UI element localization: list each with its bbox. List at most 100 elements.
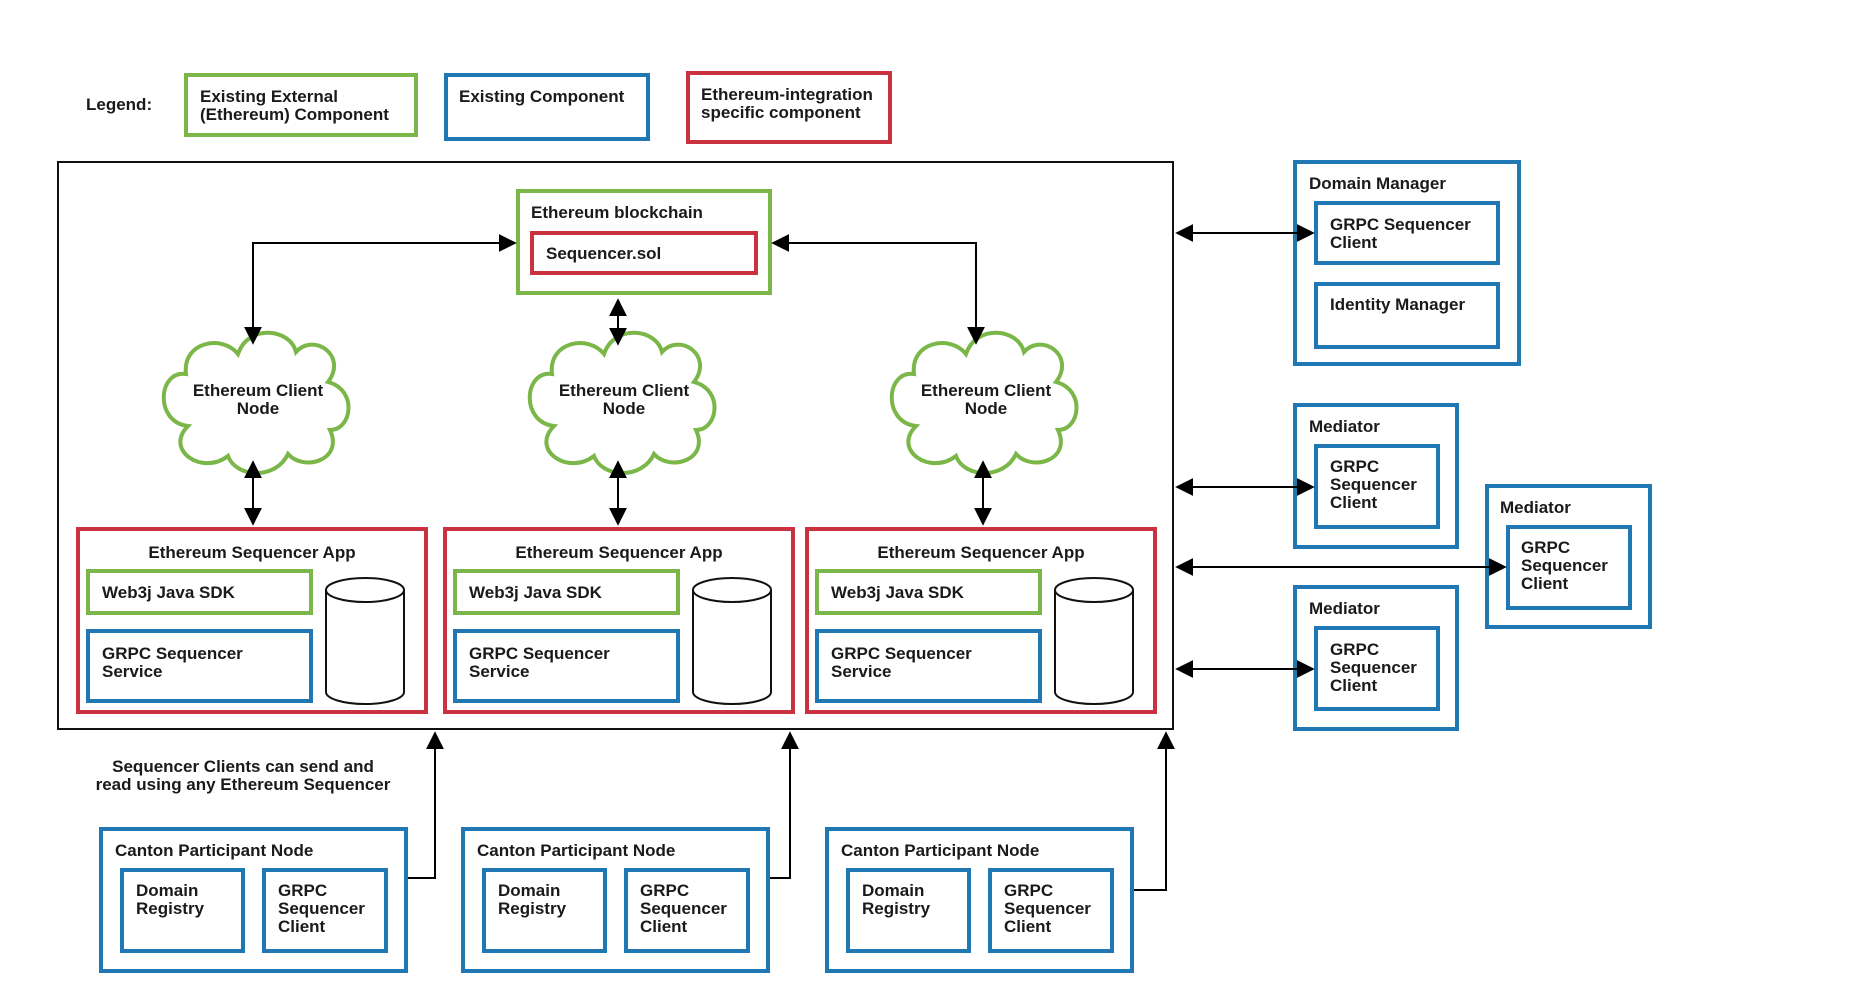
arrow-participant-1 (408, 731, 444, 879)
arrow-participant-3 (1134, 731, 1175, 891)
text-line: Ethereum-integration (701, 85, 873, 104)
text-line: read using any Ethereum Sequencer (96, 775, 391, 794)
text-line: GRPC Sequencer (102, 644, 243, 663)
text-line: Web3j Java SDK (469, 583, 603, 602)
text-line: Client (1330, 676, 1378, 695)
text-line: GRPC Sequencer (1330, 215, 1471, 234)
text-line: Node (603, 399, 646, 418)
text-line: Mediator (1500, 498, 1571, 517)
arrow-participant-2 (770, 731, 799, 879)
text-line: Mediator (1309, 417, 1380, 436)
text-line: Sequencer (1330, 658, 1417, 677)
text-line: Domain Manager (1309, 174, 1446, 193)
database-icon (325, 577, 405, 705)
text-line: Domain (136, 881, 198, 900)
participant-node-title: Canton Participant Node (841, 841, 1039, 860)
text-line: Mediator (1309, 599, 1380, 618)
ethereum-blockchain: Ethereum blockchain Sequencer.sol (516, 189, 772, 295)
sequencer-app-title: Ethereum Sequencer App (877, 543, 1084, 562)
text-line: Sequencer (1330, 475, 1417, 494)
text-line: Ethereum Sequencer App (877, 543, 1084, 562)
text-line: Sequencer (1004, 899, 1091, 918)
text-line: Sequencer (278, 899, 365, 918)
text-line: Sequencer (1521, 556, 1608, 575)
text-line: Service (831, 662, 892, 681)
text-line: Web3j Java SDK (102, 583, 236, 602)
text-line: Identity Manager (1330, 295, 1465, 314)
sequencer-app-title: Ethereum Sequencer App (148, 543, 355, 562)
legend-existing-external: Existing External(Ethereum) Component (184, 73, 418, 137)
cloud-shape (889, 330, 1079, 475)
sequencer-sol-label: Sequencer.sol (546, 244, 661, 263)
text-line: GRPC (1004, 881, 1053, 900)
web3j-sdk-label: Web3j Java SDK (469, 583, 603, 602)
legend-existing-component: Existing Component (444, 73, 650, 141)
text-line: Client (1004, 917, 1052, 936)
text-line: Existing Component (459, 87, 625, 106)
text-line: Canton Participant Node (115, 841, 313, 860)
text-line: GRPC (1521, 538, 1570, 557)
text-line: GRPC (1330, 640, 1379, 659)
mediator-3-title: Mediator (1309, 599, 1380, 618)
text-line: Node (237, 399, 280, 418)
text-line: specific component (701, 103, 861, 122)
text-line: GRPC (278, 881, 327, 900)
arrow-node1-blockchain (244, 234, 517, 345)
identity-manager-label: Identity Manager (1330, 295, 1465, 314)
database-icon (692, 577, 772, 705)
participant-node-title: Canton Participant Node (477, 841, 675, 860)
mediator-1-title: Mediator (1309, 417, 1380, 436)
ethereum-sequencer-app-3: Ethereum Sequencer App Web3j Java SDK GR… (805, 527, 1157, 714)
text-line: Ethereum Client (559, 381, 690, 400)
text-line: GRPC (640, 881, 689, 900)
text-line: Client (1330, 493, 1378, 512)
sequencer-app-title: Ethereum Sequencer App (515, 543, 722, 562)
text-line: GRPC Sequencer (831, 644, 972, 663)
text-line: Web3j Java SDK (831, 583, 965, 602)
text-line: Ethereum Sequencer App (148, 543, 355, 562)
text-line: GRPC Sequencer (469, 644, 610, 663)
text-line: Ethereum Sequencer App (515, 543, 722, 562)
legend-existing-component-text: Existing Component (459, 87, 625, 106)
text-line: Ethereum Client (921, 381, 1052, 400)
arrow-node3-blockchain (771, 234, 985, 345)
text-line: Sequencer.sol (546, 244, 661, 263)
web3j-sdk-label: Web3j Java SDK (831, 583, 965, 602)
domain-manager-title: Domain Manager (1309, 174, 1446, 193)
database-icon (1054, 577, 1134, 705)
text-line: (Ethereum) Component (200, 105, 389, 124)
text-line: Client (640, 917, 688, 936)
legend-label: Legend: (86, 95, 152, 114)
participant-node-title: Canton Participant Node (115, 841, 313, 860)
text-line: Domain (862, 881, 924, 900)
text-line: Client (1521, 574, 1569, 593)
text-line: Node (965, 399, 1008, 418)
text-line: Ethereum blockchain (531, 203, 703, 222)
ethereum-sequencer-app-1: Ethereum Sequencer App Web3j Java SDK GR… (76, 527, 428, 714)
